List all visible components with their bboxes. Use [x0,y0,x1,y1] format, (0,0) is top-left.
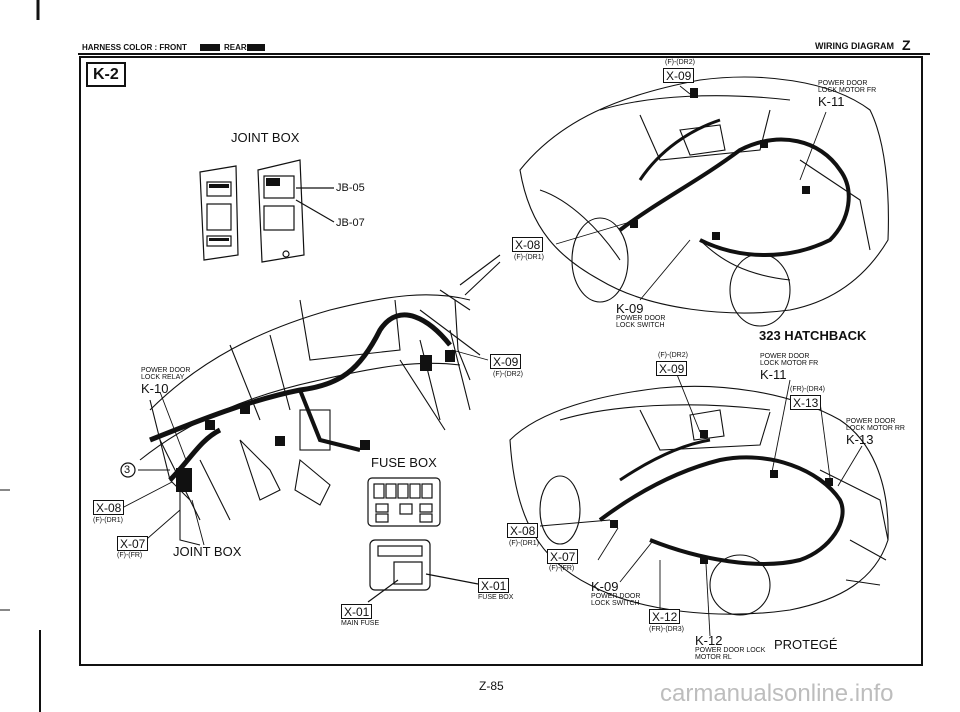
pr-connector-x08: X-08 [507,523,539,538]
connector-x01-fuse-box-label: FUSE BOX [478,594,514,601]
pr-connector-x12: X-12 [649,609,681,624]
page-code-box: K-2 [86,62,126,87]
pr-k12-code: K-12 [695,633,723,648]
pr-motor-rr-line1: POWER DOOR [846,418,896,425]
page-number: Z-85 [479,679,504,693]
connector-x01-main-fuse: X-01 [341,604,373,619]
pr-k09-line2: LOCK SWITCH [591,600,640,607]
pr-x13-location: (FR)-(DR4) [790,386,825,393]
ground-point-label: 3 [124,464,131,476]
pr-motor-fr-code: K-11 [760,367,787,382]
pr-motor-rr-line2: LOCK MOTOR RR [846,425,905,432]
pr-k12-line2: MOTOR RL [695,654,732,661]
pr-x09-location: (F)-(DR2) [658,352,688,359]
hb-motor-fr-line1: POWER DOOR [818,80,868,87]
pr-motor-fr-line1: POWER DOOR [760,353,810,360]
section-letter: Z [902,37,911,53]
harness-color-rear-label: REAR [224,43,247,52]
harness-color-label: HARNESS COLOR : FRONT [82,43,187,52]
jb05-label: JB-05 [336,182,365,194]
joint-box-lower-label: JOINT BOX [173,544,242,559]
hb-model-name: 323 HATCHBACK [759,328,867,343]
hb-x09-location: (F)-(DR2) [665,59,695,66]
pr-k09-line1: POWER DOOR [591,593,641,600]
connector-x07-dash-location: (F)-(FR) [117,552,143,559]
hb-k09-code: K-09 [616,301,644,316]
pr-x08-location: (F)-(DR1) [509,540,539,547]
pr-model-name: PROTEGÉ [774,637,838,652]
connector-x07-dash: X-07 [117,536,149,551]
pr-k12-line1: POWER DOOR LOCK [695,647,766,654]
pr-x12-location: (FR)-(DR3) [649,626,684,633]
hb-connector-x09: X-09 [663,68,695,83]
lock-relay-code: K-10 [141,381,169,396]
pr-connector-x09: X-09 [656,361,688,376]
pr-connector-x13: X-13 [790,395,822,410]
hb-k09-line2: LOCK SWITCH [616,322,665,329]
connector-x08-dash: X-08 [93,500,125,515]
pr-k09-code: K-09 [591,579,619,594]
jb07-label: JB-07 [336,217,365,229]
connector-x09-dash-location: (F)-(DR2) [493,371,523,378]
connector-x01-fuse-box: X-01 [478,578,510,593]
pr-x07-location: (F)-(FR) [549,565,575,572]
lock-relay-line2: LOCK RELAY [141,374,185,381]
connector-x01-main-fuse-label: MAIN FUSE [341,620,380,627]
pr-motor-fr-line2: LOCK MOTOR FR [760,360,819,367]
joint-box-title: JOINT BOX [231,130,300,145]
hb-k09-line1: POWER DOOR [616,315,666,322]
connector-x09-dash: X-09 [490,354,522,369]
connector-x08-dash-location: (F)-(DR1) [93,517,123,524]
hb-motor-fr-code: K-11 [818,94,845,109]
page-title: WIRING DIAGRAM [815,41,894,51]
hb-motor-fr-line2: LOCK MOTOR FR [818,87,877,94]
hb-x08-location: (F)-(DR1) [514,254,544,261]
hb-connector-x08: X-08 [512,237,544,252]
watermark: carmanualsonline.info [660,680,894,707]
pr-motor-rr-code: K-13 [846,432,874,447]
pr-connector-x07: X-07 [547,549,579,564]
lock-relay-line1: POWER DOOR [141,367,191,374]
fuse-box-title: FUSE BOX [371,455,437,470]
